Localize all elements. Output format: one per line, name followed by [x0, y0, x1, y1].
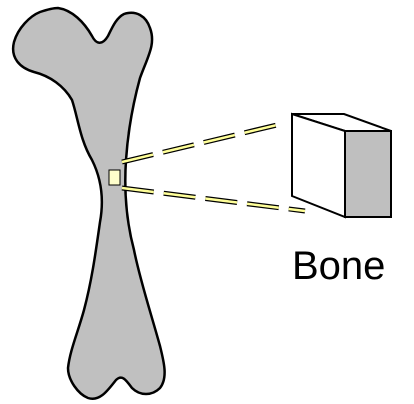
femur-bone-outline: [13, 8, 165, 399]
cube-side-face: [345, 131, 391, 217]
zoom-line-lower-fill: [122, 188, 305, 211]
cube-front-face: [292, 114, 345, 217]
bone-label: Bone: [292, 244, 385, 288]
zoom-connector-lines: [122, 125, 305, 211]
bone-cube: [292, 114, 391, 217]
zoom-line-upper-fill: [122, 125, 277, 162]
femur-bone-shape: [13, 8, 165, 399]
bone-sample-region: [109, 170, 120, 185]
